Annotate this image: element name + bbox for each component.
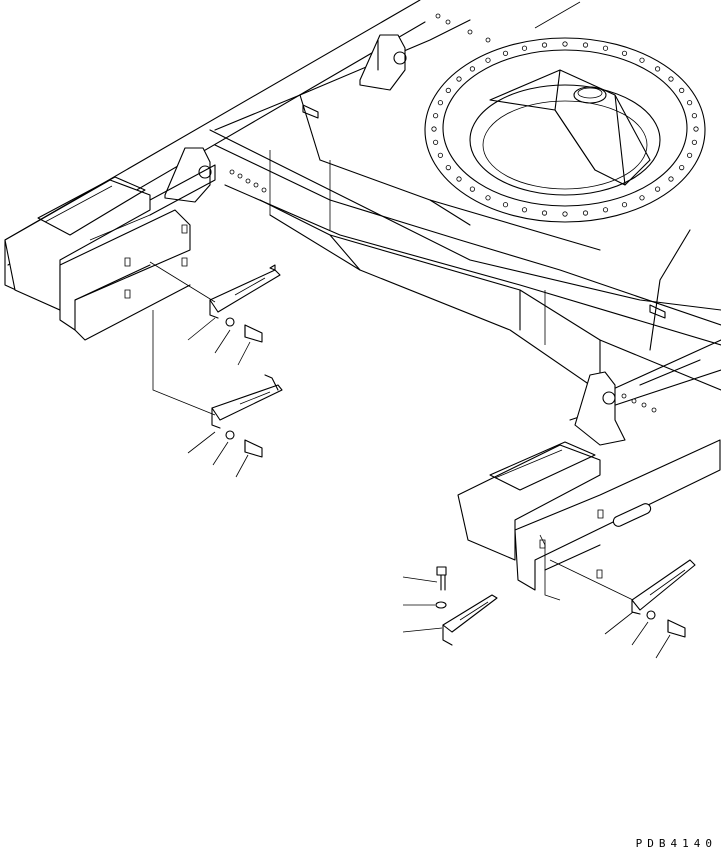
ring-bolt-hole: [622, 51, 626, 55]
ring-bolt-hole: [563, 212, 567, 216]
bolt-4: [668, 620, 685, 637]
ring-bolt-hole: [669, 177, 673, 181]
ring-bolt-hole: [655, 67, 659, 71]
ring-bolt-hole: [622, 203, 626, 207]
ring-bolt-hole: [438, 153, 442, 157]
ring-bolt-hole: [433, 114, 437, 118]
ring-bolt-hole: [687, 153, 691, 157]
ring-bolt-hole: [692, 140, 696, 144]
drawing-code: PDB4140: [635, 837, 717, 850]
ring-bolt-hole: [680, 88, 684, 92]
washer-4: [647, 611, 655, 619]
ring-bolt-hole: [694, 127, 698, 131]
ring-bolt-hole: [470, 187, 474, 191]
ring-bolt-hole: [655, 187, 659, 191]
ring-bolt-hole: [563, 42, 567, 46]
ring-bolt-hole: [433, 140, 437, 144]
swing-circle: [425, 38, 705, 222]
leader-lines: [150, 2, 670, 658]
bolt-2: [245, 440, 262, 457]
ring-bolt-hole: [503, 51, 507, 55]
ring-bolt-hole: [542, 211, 546, 215]
washer-3: [436, 602, 446, 608]
ring-bolt-hole: [470, 67, 474, 71]
washer-1: [226, 318, 234, 326]
ring-bolt-hole: [640, 58, 644, 62]
ring-bolt-hole: [603, 208, 607, 212]
ring-bolt-hole: [669, 77, 673, 81]
ring-bolt-hole: [446, 165, 450, 169]
ring-bolt-hole: [542, 43, 546, 47]
pin-boss-top: [360, 35, 406, 90]
guard-right-middle: [443, 595, 497, 645]
ring-bolt-hole: [640, 196, 644, 200]
ring-bolt-hole: [687, 101, 691, 105]
ring-bolt-hole: [438, 101, 442, 105]
guard-left-lower: [212, 375, 282, 428]
guard-right-lower: [632, 560, 695, 614]
ring-bolt-hole: [522, 208, 526, 212]
ring-bolt-hole: [503, 203, 507, 207]
ring-bolt-hole: [680, 165, 684, 169]
washer-2: [226, 431, 234, 439]
left-track-frame: [5, 165, 215, 340]
pin-boss-left: [165, 148, 211, 202]
bolt-1: [245, 325, 262, 342]
ring-bolt-hole: [603, 46, 607, 50]
ring-bolt-hole: [457, 77, 461, 81]
ring-bolt-hole: [486, 196, 490, 200]
ring-bolt-hole: [583, 43, 587, 47]
ring-bolt-hole: [692, 114, 696, 118]
ring-bolt-hole: [522, 46, 526, 50]
ring-bolt-hole: [446, 88, 450, 92]
ring-bolt-hole: [583, 211, 587, 215]
pin-boss-right: [575, 372, 625, 445]
ring-bolt-hole: [432, 127, 436, 131]
ring-bolt-hole: [486, 58, 490, 62]
guard-left-upper: [210, 265, 280, 318]
ring-bolt-hole: [457, 177, 461, 181]
bolt-3: [437, 567, 446, 590]
right-track-frame: [458, 440, 720, 590]
